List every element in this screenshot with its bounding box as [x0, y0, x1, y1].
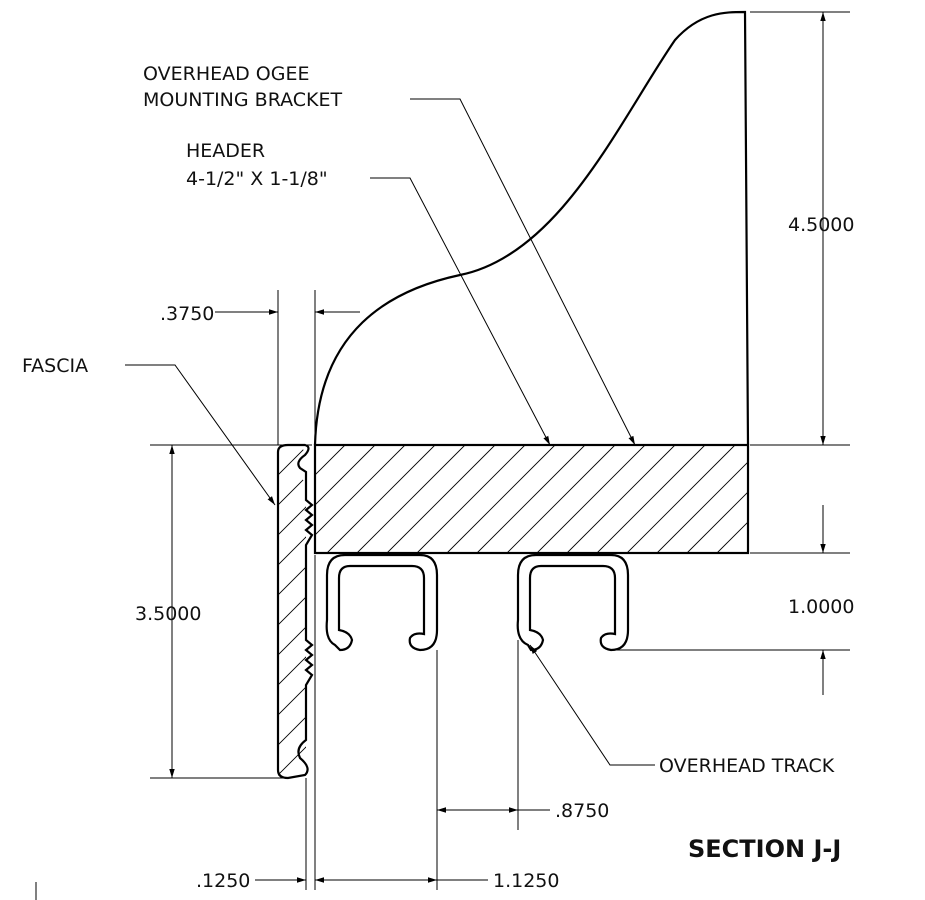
- leader-lines: [125, 98, 655, 766]
- hatch-line: [278, 448, 307, 779]
- hatch-line: [566, 445, 676, 553]
- labels: OVERHEAD OGEE MOUNTING BRACKET HEADER 4-…: [22, 63, 854, 892]
- overhead-track-left: [325, 553, 439, 652]
- hatch-line: [746, 551, 748, 553]
- hatch-line: [596, 445, 706, 553]
- dim-bracket-height: 4.5000: [788, 214, 854, 236]
- hatch-line: [446, 445, 556, 553]
- bracket-label-line2: MOUNTING BRACKET: [143, 89, 343, 111]
- hatch-line: [278, 448, 307, 779]
- bracket-label-line1: OVERHEAD OGEE: [143, 63, 309, 85]
- hatch-line: [777, 445, 885, 553]
- header-section: [313, 443, 925, 555]
- hatch-line: [506, 445, 616, 553]
- section-title: SECTION J-J: [688, 835, 841, 863]
- dim-fascia-offset: .1250: [196, 870, 250, 892]
- hatch-line: [278, 448, 307, 779]
- hatch-line: [416, 445, 526, 553]
- hatch-line: [476, 445, 586, 553]
- hatch-line: [315, 445, 406, 536]
- hatch-line: [837, 445, 925, 553]
- track-label: OVERHEAD TRACK: [659, 755, 835, 777]
- hatch-line: [686, 491, 748, 553]
- hatch-line: [278, 448, 307, 779]
- overhead-track-right: [516, 553, 630, 652]
- ogee-bracket: [313, 10, 750, 446]
- hatch-line: [326, 445, 436, 553]
- hatch-line: [278, 448, 307, 779]
- dim-track-width: 1.1250: [493, 870, 559, 892]
- dimension-lines: [35, 11, 850, 900]
- dim-fascia-height: 3.5000: [135, 603, 201, 625]
- dim-fascia-gap: .3750: [160, 303, 214, 325]
- hatch-line: [315, 445, 376, 506]
- hatch-line: [278, 448, 307, 779]
- dim-track-spacing: .8750: [555, 800, 609, 822]
- fascia-section: [276, 443, 925, 780]
- dim-track-drop: 1.0000: [788, 596, 854, 618]
- hatch-line: [315, 445, 346, 476]
- hatch-line: [386, 445, 496, 553]
- hatch-line: [626, 445, 736, 553]
- fascia-label: FASCIA: [22, 355, 88, 377]
- hatch-line: [278, 448, 307, 779]
- hatch-line: [356, 445, 466, 553]
- header-label-line2: 4-1/2" X 1-1/8": [186, 168, 328, 190]
- hatch-line: [716, 521, 748, 553]
- hatch-line: [656, 461, 748, 553]
- hatch-line: [536, 445, 646, 553]
- hatch-line: [635, 445, 925, 778]
- hatch-line: [605, 445, 925, 778]
- header-label-line1: HEADER: [186, 140, 265, 162]
